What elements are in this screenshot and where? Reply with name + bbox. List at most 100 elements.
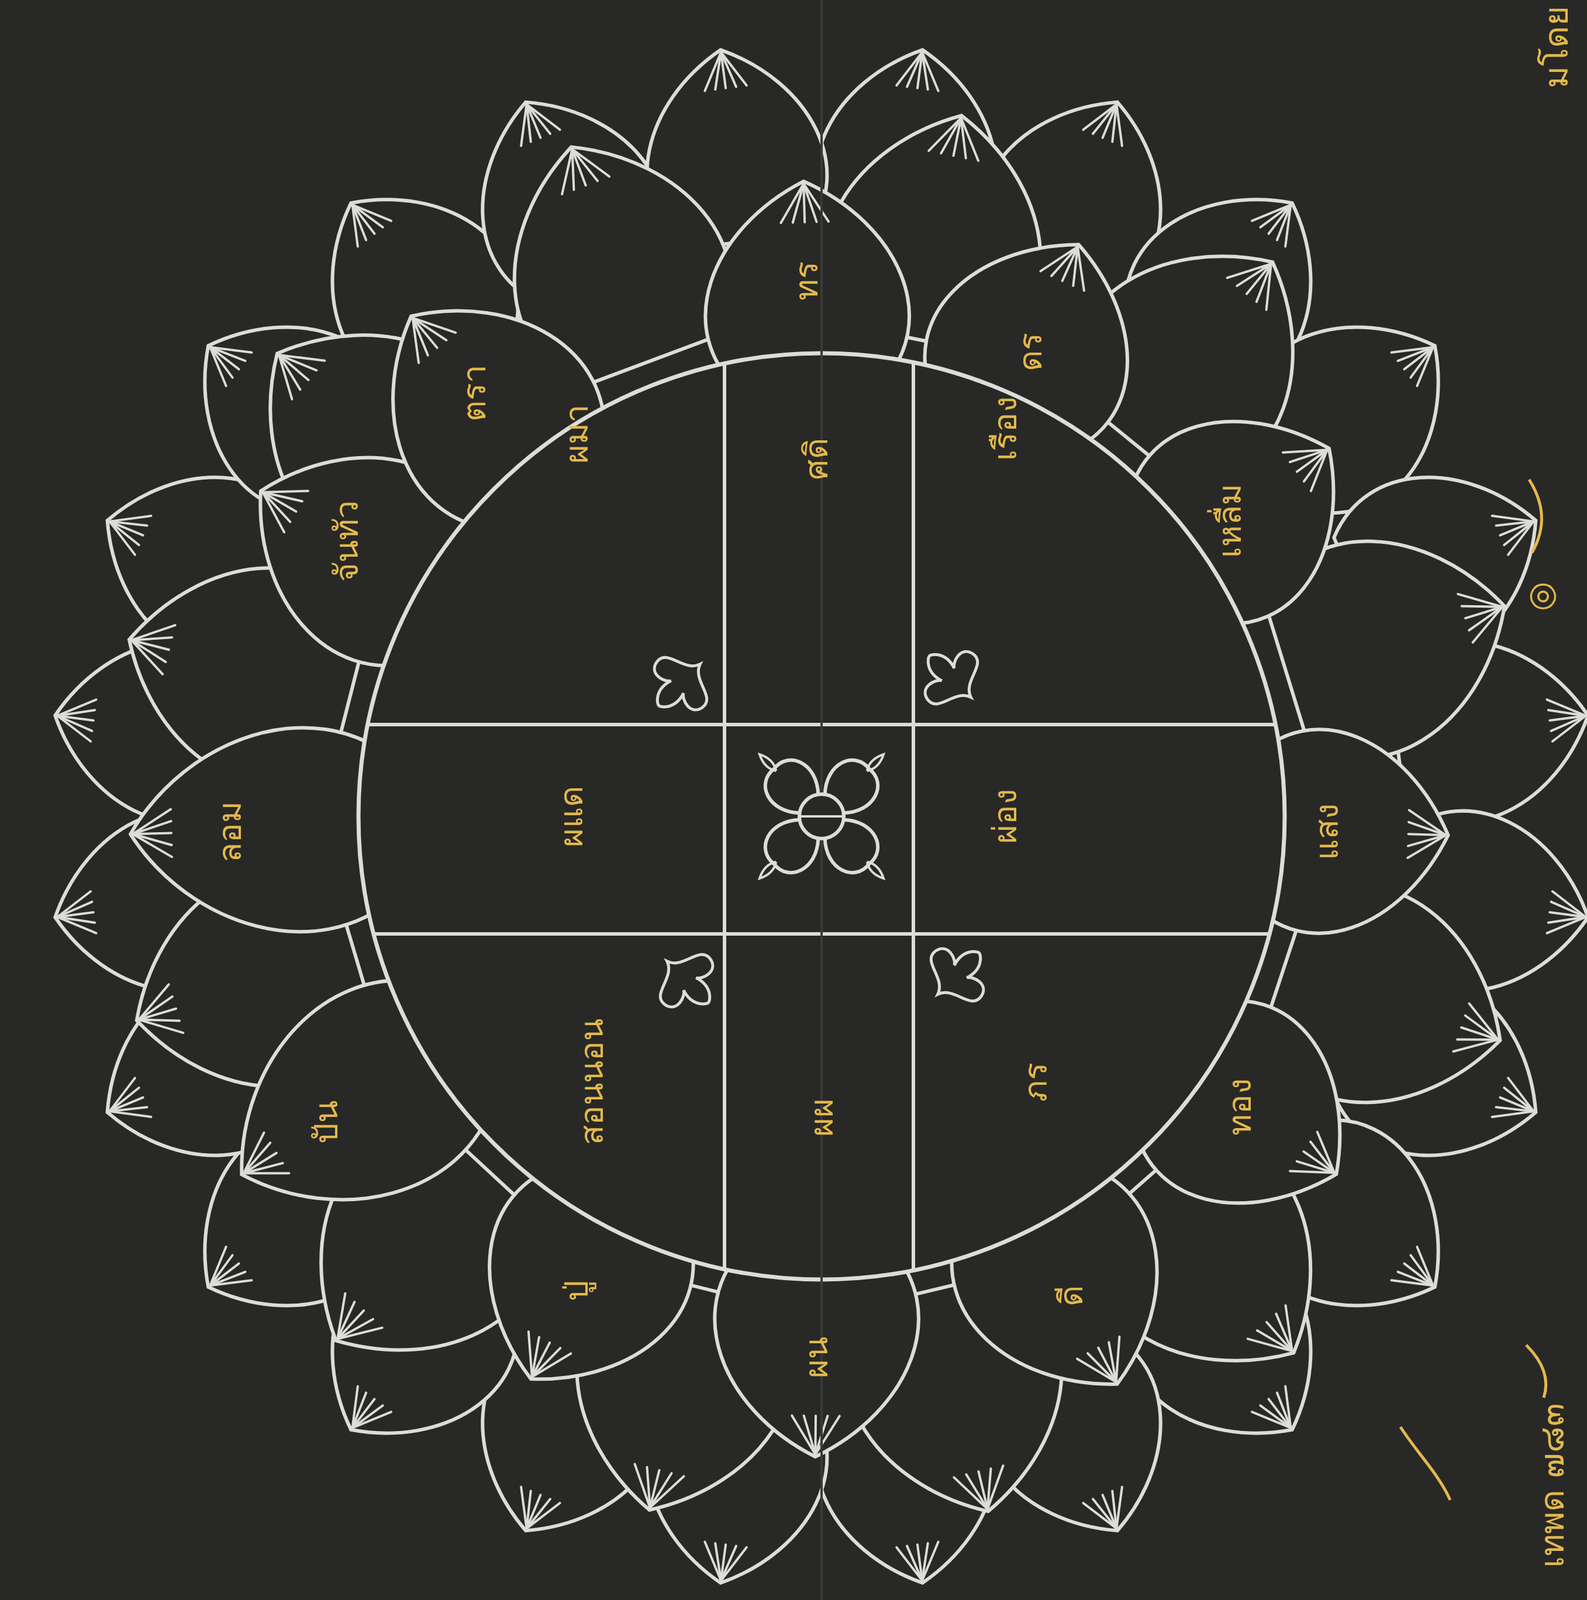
petal-vein [780,183,806,223]
petal-vein [917,52,923,88]
petal-vein [1102,104,1137,146]
petal-vein [262,481,302,512]
petal-vein [650,1470,672,1511]
petal-vein [1499,521,1542,555]
yantra-syllable: จันทัว [326,500,367,582]
petal-vein [132,833,172,858]
petal-vein [1266,1305,1311,1351]
petal-vein [720,1544,747,1583]
petal-vein [720,1544,726,1580]
petal-vein [209,338,246,369]
petal-vein [699,1541,726,1581]
lotus-petal: ปัน [301,1095,351,1149]
yantra-syllable: เหลื่ม [1209,483,1250,558]
leaf-ornament [906,632,994,720]
yantra-syllable: เรือง [985,396,1025,461]
petal-vein [109,511,147,536]
petal-vein [56,715,94,731]
petal-vein [650,1470,660,1508]
petal-vein [720,1544,737,1582]
grid-cell: เรือง [980,391,1030,466]
petal-vein [132,820,172,834]
yantra-syllable: ตรา [454,364,494,422]
margin-note: เทพด ๗๘๓ [1532,1402,1573,1568]
petal-vein [1257,1322,1293,1360]
petal-vein [953,1471,988,1515]
ink-swash [1400,1426,1451,1500]
ornament-tip [757,751,779,774]
petal-outline [128,725,397,937]
petal-vein [1461,1003,1506,1040]
petal-vein [352,191,392,234]
lotus-petal: ดร [1005,328,1055,376]
yantra-syllable: ผ่อง [985,788,1025,844]
petal-vein [132,833,172,847]
petal-vein [791,1415,816,1455]
petal-vein [1082,96,1117,138]
yantra-syllable: ผน [796,1336,836,1379]
petal-vein [337,1310,383,1357]
lotus-petal: ปู่ [552,1275,601,1306]
leaf-outline [635,641,723,729]
ink-swash [1529,479,1542,553]
petal-vein [803,183,817,223]
petal-vein [1549,912,1586,917]
lotus-petal: ทอง [1215,1073,1264,1141]
yantra-syllable: แสง [1306,803,1347,861]
petal-vein [650,1470,685,1514]
ornament-tip [864,859,886,881]
petal-vein [1549,891,1587,917]
petal-vein [803,1415,816,1455]
petal-vein [896,49,923,89]
petal-vein [209,330,252,369]
yantra-syllable: ทอง [1219,1078,1259,1136]
petal-vein [256,492,296,523]
petal-vein [1465,606,1510,643]
petal-vein [917,1541,944,1581]
petal-vein [516,104,541,142]
petal-vein [412,310,447,348]
yantra-syllable: สอนนอน [571,1018,612,1145]
petal-vein [1268,204,1308,247]
petal-vein [720,49,747,89]
petal-vein [511,1331,551,1377]
petal-vein [343,1392,375,1428]
ornament-tip [757,859,779,881]
petal-vein [125,640,169,675]
petal-vein [54,715,94,742]
petal-vein [1408,822,1447,836]
ornament-tip [864,751,886,774]
leaf-outline [644,938,732,1026]
petal-vein [1246,263,1291,310]
petal-vein [1251,1398,1291,1441]
petal-vein [928,112,961,156]
petal-vein [101,1077,144,1112]
petal-vein [1296,1151,1335,1183]
petal-vein [1040,236,1078,281]
petal-vein [940,115,961,156]
petal-vein [335,1386,375,1428]
petal-vein [1492,1097,1534,1131]
leaf-ornament [644,938,732,1026]
petal-vein [953,118,962,157]
petal-vein [352,1398,392,1441]
petal-vein [1062,246,1100,291]
grid-cell: ผ่อง [980,784,1030,849]
petal-vein [1303,1132,1348,1173]
petal-vein [197,347,239,386]
petal-vein [1247,1322,1293,1368]
petal-vein [1496,1097,1534,1121]
petal-vein [1408,809,1447,836]
petal-vein [57,694,96,721]
grid-cell: ศดิ [791,433,841,485]
petal-vein [132,809,172,834]
lotus-petal: แสง [1302,798,1351,865]
petal-vein [1547,912,1586,938]
petal-vein [625,1464,660,1508]
petal-vein [1453,1027,1498,1064]
inner-petal [128,725,397,937]
petal-vein [1227,247,1272,294]
petal-vein [328,1301,364,1339]
lotus-petal: เหลื่ม [1205,478,1254,563]
